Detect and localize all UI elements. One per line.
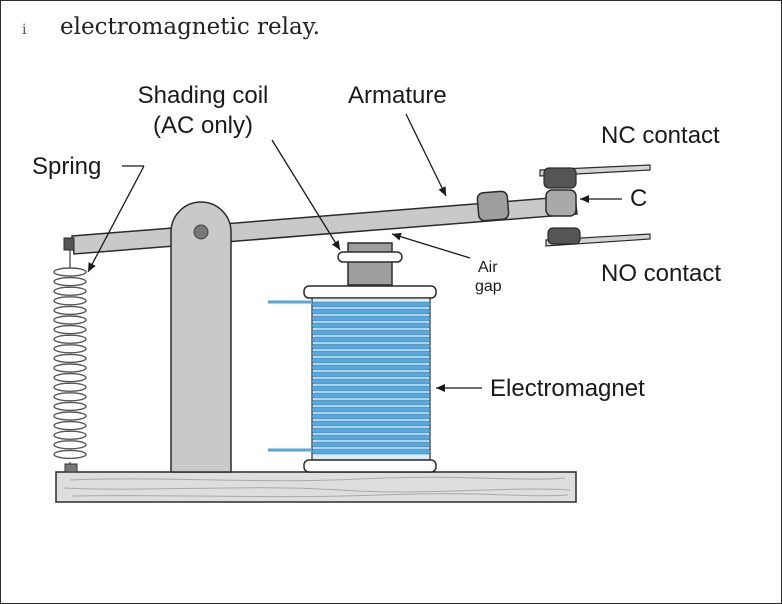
spring-coil-loop: [53, 440, 87, 450]
caption-mark: i: [22, 22, 27, 38]
spring-label: Spring: [32, 153, 101, 180]
spring-coil-loop: [53, 353, 87, 364]
coil-winding: [311, 343, 431, 350]
coil-winding: [311, 315, 431, 322]
shading-coil-arrow: [271, 139, 341, 251]
spring-coil-loop: [53, 382, 87, 392]
coil-winding: [311, 385, 431, 392]
armature: [63, 189, 578, 255]
label-nc-contact: NC contact: [601, 122, 720, 149]
air-gap-label-line2: gap: [475, 278, 502, 295]
coil-winding: [311, 364, 431, 371]
coil-winding: [311, 413, 431, 420]
caption-text: electromagnetic relay.: [60, 14, 320, 40]
spring-coil-loop: [53, 420, 87, 431]
coil-winding: [311, 427, 431, 434]
spring-coil-loop: [53, 372, 87, 383]
spring-coil-loop: [53, 276, 87, 287]
coil-winding: [311, 420, 431, 427]
spring-coil-loop: [53, 324, 87, 335]
no-contact: [545, 227, 651, 247]
coil-winding: [311, 329, 431, 336]
coil-winding: [311, 336, 431, 343]
spring-coil-loop: [53, 305, 87, 316]
spring-coil-loop: [53, 344, 87, 354]
label-air-gap: Air gap: [391, 232, 502, 295]
label-shading-coil: Shading coil (AC only): [138, 82, 341, 251]
coil-winding: [311, 378, 431, 385]
spring-coil-loop: [53, 267, 87, 277]
air-gap-arrow: [391, 232, 471, 259]
air-gap-label-line1: Air: [478, 259, 498, 276]
label-spring: Spring: [32, 153, 145, 273]
coil-winding: [311, 308, 431, 315]
coil-winding: [311, 441, 431, 448]
label-armature: Armature: [348, 82, 447, 197]
shading-coil-ring: [337, 251, 403, 263]
nc-contact-label: NC contact: [601, 122, 720, 149]
spring-coil-loop: [53, 286, 87, 296]
no-contact-label: NO contact: [601, 260, 721, 287]
label-electromagnet: Electromagnet: [436, 375, 645, 402]
pivot-pin: [193, 224, 209, 240]
coil-winding: [311, 357, 431, 364]
nc-contact: [539, 164, 651, 189]
spring-coil-loop: [53, 334, 87, 344]
armature-arrow: [405, 113, 447, 197]
electromagnet: [268, 242, 437, 473]
coil-winding: [311, 371, 431, 378]
armature-label: Armature: [348, 82, 447, 109]
label-c: C: [580, 185, 647, 212]
label-no-contact: NO contact: [601, 260, 721, 287]
spring-coil-loop: [53, 296, 87, 306]
pivot-post: [170, 201, 232, 473]
c-label: C: [630, 185, 647, 212]
base-board: [55, 471, 577, 503]
shading-coil-label-line2: (AC only): [153, 112, 253, 139]
spring-arrow: [87, 165, 145, 273]
spring-coil-loop: [53, 392, 87, 402]
coil-winding: [311, 322, 431, 329]
coil-winding: [311, 301, 431, 308]
spring-coil-loop: [53, 430, 87, 440]
shading-coil-label-line1: Shading coil: [138, 82, 269, 109]
spring-coil-loop: [53, 401, 87, 412]
electromagnet-label: Electromagnet: [490, 375, 645, 402]
coil-winding: [311, 448, 431, 455]
coil-winding: [311, 399, 431, 406]
spring-coil-loop: [53, 315, 87, 325]
coil-winding: [311, 406, 431, 413]
coil-winding: [311, 350, 431, 357]
spring-coil-loop: [53, 363, 87, 373]
coil-winding: [311, 392, 431, 399]
coil-winding: [311, 434, 431, 441]
spring: [53, 250, 87, 473]
spring-coil-loop: [53, 411, 87, 421]
spring-coil-loop: [53, 449, 87, 460]
